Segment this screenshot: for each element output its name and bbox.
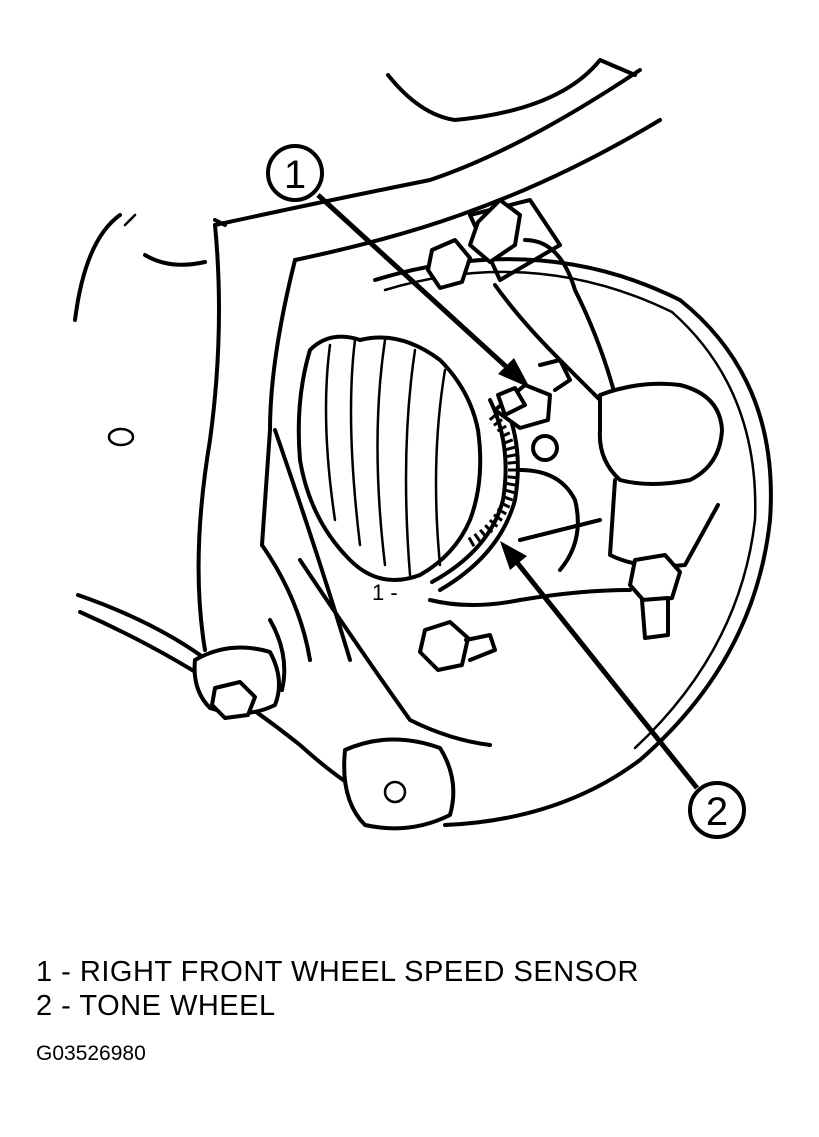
legend-item-2: 2 - TONE WHEEL <box>36 990 276 1022</box>
legend-item-1: 1 - RIGHT FRONT WHEEL SPEED SENSOR <box>36 956 640 988</box>
lower-control-arm <box>76 223 382 802</box>
tie-rod <box>468 198 724 569</box>
callout-2-arrowhead <box>500 541 527 570</box>
tone-wheel-tooth <box>504 488 516 495</box>
callout-2-number: 2 <box>706 790 728 834</box>
tone-wheel-tooth <box>506 453 517 458</box>
wheel-speed-sensor <box>493 358 572 462</box>
tone-wheel <box>430 393 520 592</box>
tone-wheel-tooth <box>496 424 507 433</box>
lower-bushing-front <box>342 737 456 831</box>
tone-wheel-tooth <box>478 528 488 539</box>
tone-wheel-tooth <box>504 445 516 452</box>
tone-wheel-tooth <box>488 412 499 422</box>
mounting-bolts <box>418 238 682 672</box>
tone-wheel-tooth <box>502 495 514 502</box>
tone-wheel-tooth <box>506 482 517 487</box>
tone-wheel-tooth <box>500 501 511 509</box>
strut-arm <box>273 428 492 747</box>
cv-boot <box>296 334 483 582</box>
tone-wheel-tooth <box>500 431 511 439</box>
callout-1-number: 1 <box>284 153 306 197</box>
tone-wheel-tooth <box>473 533 482 543</box>
tone-wheel-tooth <box>493 513 503 522</box>
inline-marker-label: 1 - <box>372 580 398 605</box>
legend: 1 - RIGHT FRONT WHEEL SPEED SENSOR 2 - T… <box>36 955 796 1023</box>
tone-wheel-tooth <box>493 418 503 427</box>
callout-2: 2 <box>500 541 746 839</box>
upper-control-arm <box>213 68 662 262</box>
tone-wheel-tooth <box>488 518 499 528</box>
callout-1-arrowhead <box>498 358 530 388</box>
brake-rotor <box>373 257 773 827</box>
suspension-hub-illustration: 1 - 1 2 <box>73 58 773 839</box>
callout-1: 1 <box>266 144 530 388</box>
tone-wheel-teeth <box>467 412 518 547</box>
tone-wheel-tooth <box>484 524 494 534</box>
lower-bushing-left <box>192 645 281 720</box>
figure-code: G03526980 <box>36 1042 146 1065</box>
tone-wheel-tooth <box>467 536 476 547</box>
tone-wheel-tooth <box>496 507 507 516</box>
tone-wheel-tooth <box>507 460 518 465</box>
tone-wheel-tooth <box>502 438 514 445</box>
steering-knuckle <box>428 468 632 607</box>
tone-wheel-tooth <box>507 475 518 480</box>
